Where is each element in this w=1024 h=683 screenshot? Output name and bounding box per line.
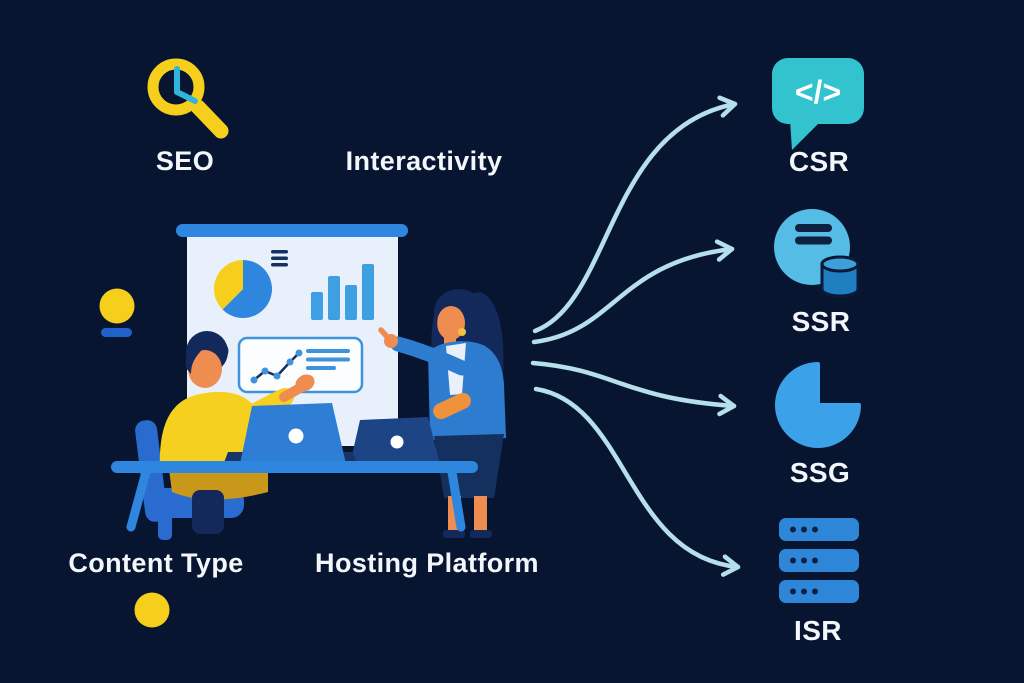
code-glyph: </>	[795, 74, 841, 110]
woman-pointing-finger	[378, 327, 394, 344]
arrow-to-ssr	[531, 239, 735, 345]
board-line-chart-card	[237, 336, 364, 394]
woman-figure	[378, 289, 506, 538]
table	[111, 461, 478, 532]
server-stack-icon	[779, 518, 859, 603]
factor-label-hosting-platform: Hosting Platform	[315, 548, 539, 578]
flow-arrows	[530, 95, 741, 577]
server-row	[779, 549, 859, 572]
decor-blue-dash	[101, 328, 132, 337]
factor-label-seo: SEO	[155, 146, 215, 176]
woman-face	[437, 306, 465, 340]
board-pie-chart	[214, 259, 273, 318]
table-top	[111, 461, 478, 473]
clock-hand-hour	[174, 89, 198, 104]
woman-earring	[458, 328, 466, 336]
laptop-logo	[390, 435, 404, 449]
arrow-to-csr	[532, 95, 738, 334]
server-row	[779, 580, 859, 603]
server-row	[779, 518, 859, 541]
pie-chart-icon	[775, 362, 861, 448]
strategy-label-isr: ISR	[794, 615, 842, 646]
arrow-to-isr	[533, 386, 741, 577]
woman-pointing-arm	[390, 336, 470, 376]
chat-bubble-database-icon	[774, 209, 860, 298]
decor-yellow-dot-bottom	[134, 592, 170, 628]
strategy-label-ssr: SSR	[791, 306, 851, 337]
strategy-label-csr: CSR	[788, 146, 850, 177]
board-top-bar	[176, 224, 408, 237]
man-hand	[295, 374, 315, 392]
database-cylinder	[820, 255, 860, 298]
laptop-logo	[288, 428, 304, 444]
magnifier-clock-icon	[147, 58, 229, 139]
code-speech-bubble-icon: </>	[772, 58, 864, 150]
decor-dot-dash	[99, 288, 170, 628]
board-text-lines	[271, 250, 288, 267]
laptop-right	[350, 417, 440, 464]
man-face	[188, 350, 222, 388]
strategy-label-ssg: SSG	[789, 457, 851, 488]
decor-yellow-dot-top	[99, 288, 135, 324]
factor-label-interactivity: Interactivity	[345, 146, 503, 176]
arrow-to-ssg	[530, 360, 737, 417]
board-bar-chart	[311, 264, 374, 320]
factor-label-content-type: Content Type	[68, 548, 244, 578]
woman-clutch	[433, 392, 471, 420]
